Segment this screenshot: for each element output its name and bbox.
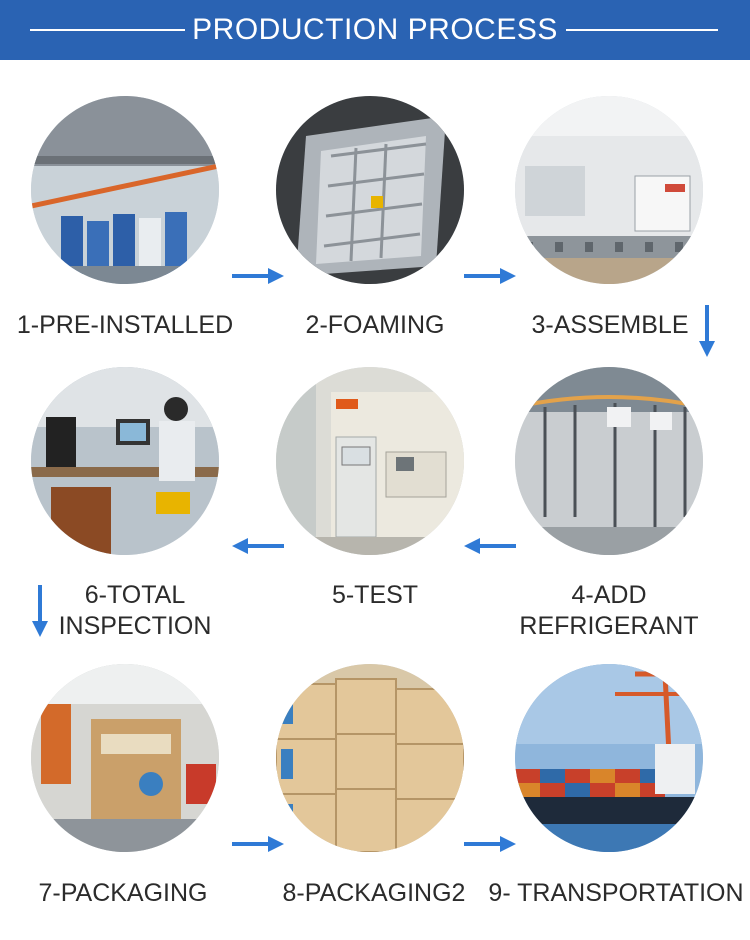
step-4-label-line1: 4-ADD <box>571 581 647 609</box>
step-6-label-line1: 6-TOTAL <box>84 581 186 609</box>
step-4-photo-add-refrigerant <box>515 367 703 555</box>
step-7-label: 7-PACKAGING <box>38 879 208 907</box>
step-6-label: 6-TOTAL INSPECTION <box>20 580 250 642</box>
step-3-photo-assemble <box>515 96 703 284</box>
banner-divider-left <box>30 29 185 31</box>
step-3-label: 3-ASSEMBLE <box>531 311 689 339</box>
arrow-right-icon <box>464 268 516 284</box>
arrow-right-icon <box>232 268 284 284</box>
arrow-right-icon <box>464 836 516 852</box>
step-6-label-line2: INSPECTION <box>58 612 212 640</box>
arrow-left-icon <box>232 538 284 554</box>
step-4-label: 4-ADD REFRIGERANT <box>494 580 724 642</box>
step-6-photo-total-inspection <box>31 367 219 555</box>
arrow-left-icon <box>464 538 516 554</box>
step-9-photo-transportation <box>515 664 703 852</box>
step-8-label: 8-PACKAGING2 <box>282 879 466 907</box>
step-1-label: 1-PRE-INSTALLED <box>16 311 234 339</box>
arrow-right-icon <box>232 836 284 852</box>
step-9-label: 9- TRANSPORTATION <box>488 879 744 907</box>
banner-divider-right <box>566 29 718 31</box>
step-5-label: 5-TEST <box>331 581 419 609</box>
step-2-label: 2-FOAMING <box>305 311 445 339</box>
step-8-photo-packaging2 <box>276 664 464 852</box>
step-7-photo-packaging <box>31 664 219 852</box>
step-4-label-line2: REFRIGERANT <box>519 612 699 640</box>
page-title: PRODUCTION PROCESS <box>192 13 558 46</box>
header-banner: PRODUCTION PROCESS <box>0 0 750 60</box>
step-5-photo-test <box>276 367 464 555</box>
arrow-down-icon <box>699 305 715 357</box>
step-1-photo-pre-installed <box>31 96 219 284</box>
step-2-photo-foaming <box>276 96 464 284</box>
arrow-down-icon <box>32 585 48 637</box>
